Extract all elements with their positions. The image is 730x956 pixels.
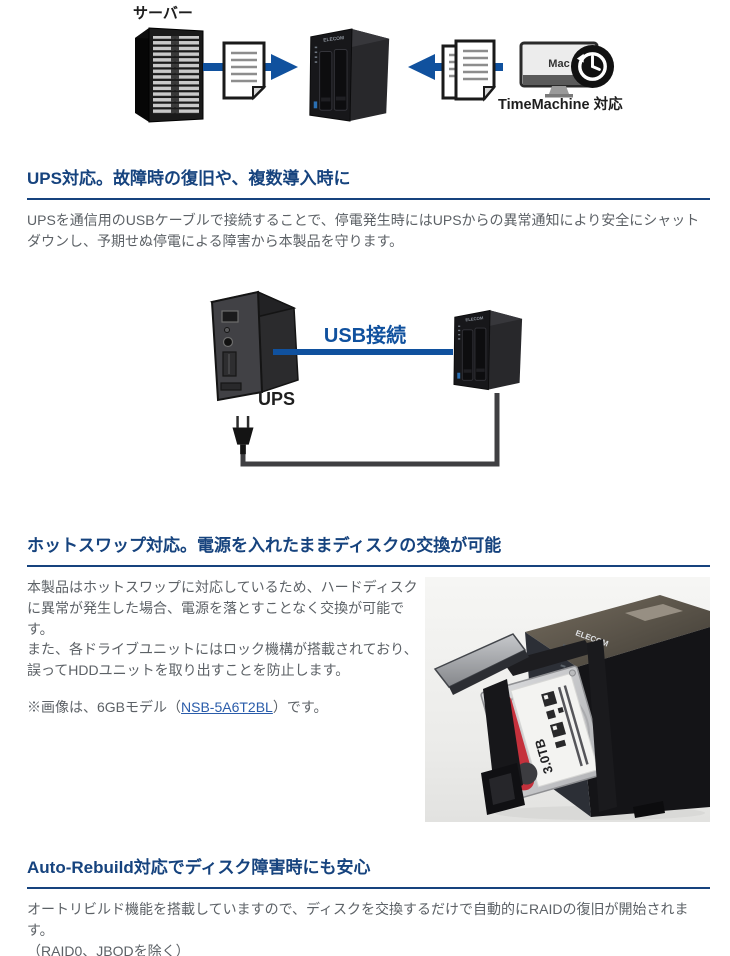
nas-device-icon: ELECOM: [453, 309, 523, 391]
mac-label-text: Mac: [548, 58, 569, 70]
nas-brand-text: ELECOM: [465, 315, 484, 322]
power-plug-icon: [232, 416, 254, 455]
timemachine-label: TimeMachine 対応: [498, 97, 623, 113]
documents-stack-icon: [441, 39, 497, 102]
section-autorebuild: Auto-Rebuild対応でディスク障害時にも安心 オートリビルド機能を搭載し…: [27, 858, 710, 956]
hotswap-photo: ELECOM 3.0TB: [425, 577, 710, 823]
ups-section-body: UPSを通信用のUSBケーブルで接続することで、停電発生時にはUPSからの異常通…: [27, 212, 700, 249]
ups-connection-diagram: USB接続 ELECOM UPS: [0, 285, 730, 485]
document-icon: [222, 41, 267, 101]
ups-label: UPS: [258, 389, 296, 409]
section-hotswap: ホットスワップ対応。電源を入れたままディスクの交換が可能 本製品はホットスワップ…: [27, 536, 710, 823]
ups-section-heading: UPS対応。故障時の復旧や、複数導入時に: [27, 169, 710, 201]
nas-device-icon: ELECOM: [309, 28, 390, 122]
note-suffix: ）です。: [272, 699, 328, 716]
model-note: ※画像は、6GBモデル（NSB-5A6T2BL）です。: [27, 697, 425, 718]
model-link[interactable]: NSB-5A6T2BL: [181, 699, 273, 716]
ups-device-icon: [209, 290, 299, 402]
power-cable-line: [240, 393, 500, 467]
hotswap-body-line2: また、各ドライブユニットにはロック機構が搭載されており、誤ってHDDユニットを取…: [27, 641, 418, 678]
usb-cable-line: [273, 349, 453, 355]
usb-connection-label: USB接続: [323, 325, 407, 347]
timemachine-clock-icon: [570, 44, 615, 89]
note-prefix: ※画像は、6GBモデル（: [27, 699, 182, 716]
hotswap-text-column: 本製品はホットスワップに対応しているため、ハードディスクに異常が発生した場合、電…: [27, 577, 425, 822]
nas-brand-text: ELECOM: [323, 35, 344, 43]
hotswap-body-line1: 本製品はホットスワップに対応しているため、ハードディスクに異常が発生した場合、電…: [27, 579, 418, 637]
server-rack-icon: [135, 27, 204, 123]
autorebuild-body-line1: オートリビルド機能を搭載していますので、ディスクを交換するだけで自動的にRAID…: [27, 901, 689, 938]
server-label: サーバー: [133, 5, 193, 22]
autorebuild-section-heading: Auto-Rebuild対応でディスク障害時にも安心: [27, 858, 710, 890]
backup-flow-diagram: サーバー: [0, 0, 730, 160]
nas-hdd-tray-photo: ELECOM 3.0TB: [425, 577, 710, 823]
autorebuild-body-line2: （RAID0、JBODを除く）: [27, 942, 190, 956]
section-ups: UPS対応。故障時の復旧や、複数導入時に UPSを通信用のUSBケーブルで接続す…: [27, 169, 710, 252]
hotswap-section-heading: ホットスワップ対応。電源を入れたままディスクの交換が可能: [27, 536, 710, 568]
